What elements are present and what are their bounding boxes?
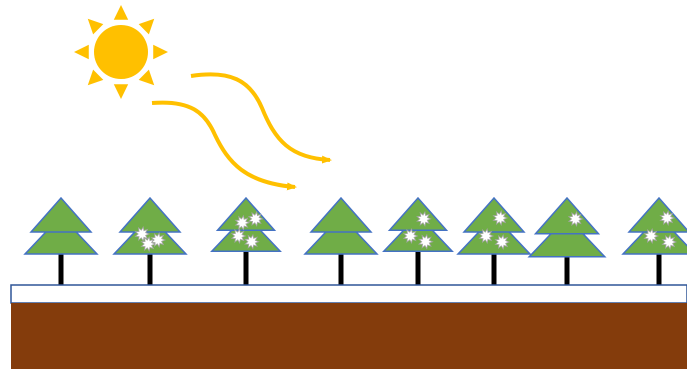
tree-icon (25, 198, 97, 285)
tree-upper-tier (311, 198, 371, 232)
tree-icon (623, 198, 687, 285)
tree-icon (212, 198, 280, 285)
snow-layer (11, 285, 687, 303)
sunlight-arrow-icon (191, 74, 330, 160)
soil-layer (11, 303, 687, 369)
tree-upper-tier (120, 198, 180, 232)
tree-icon (529, 198, 605, 285)
sun-ray (114, 84, 128, 99)
tree-icon (458, 198, 530, 285)
tree-upper-tier (390, 198, 447, 230)
tree-upper-tier (629, 198, 687, 232)
tree-upper-tier (464, 198, 524, 232)
tree-icon (384, 198, 452, 285)
sun-ray (139, 70, 155, 86)
sun-icon (74, 5, 168, 99)
tree-icon (114, 198, 186, 285)
sun-ray (88, 19, 104, 35)
sun-ray (114, 5, 128, 20)
sun-ray (88, 70, 104, 86)
tree-row (25, 198, 687, 285)
tree-upper-tier (31, 198, 91, 232)
tree-upper-tier (536, 198, 599, 234)
sun-disc (94, 25, 148, 79)
sun-ray (139, 19, 155, 35)
sun-ray (153, 45, 168, 59)
sun-ray (74, 45, 89, 59)
tree-icon (305, 198, 377, 285)
sunlight-arrow-icon (152, 103, 295, 187)
